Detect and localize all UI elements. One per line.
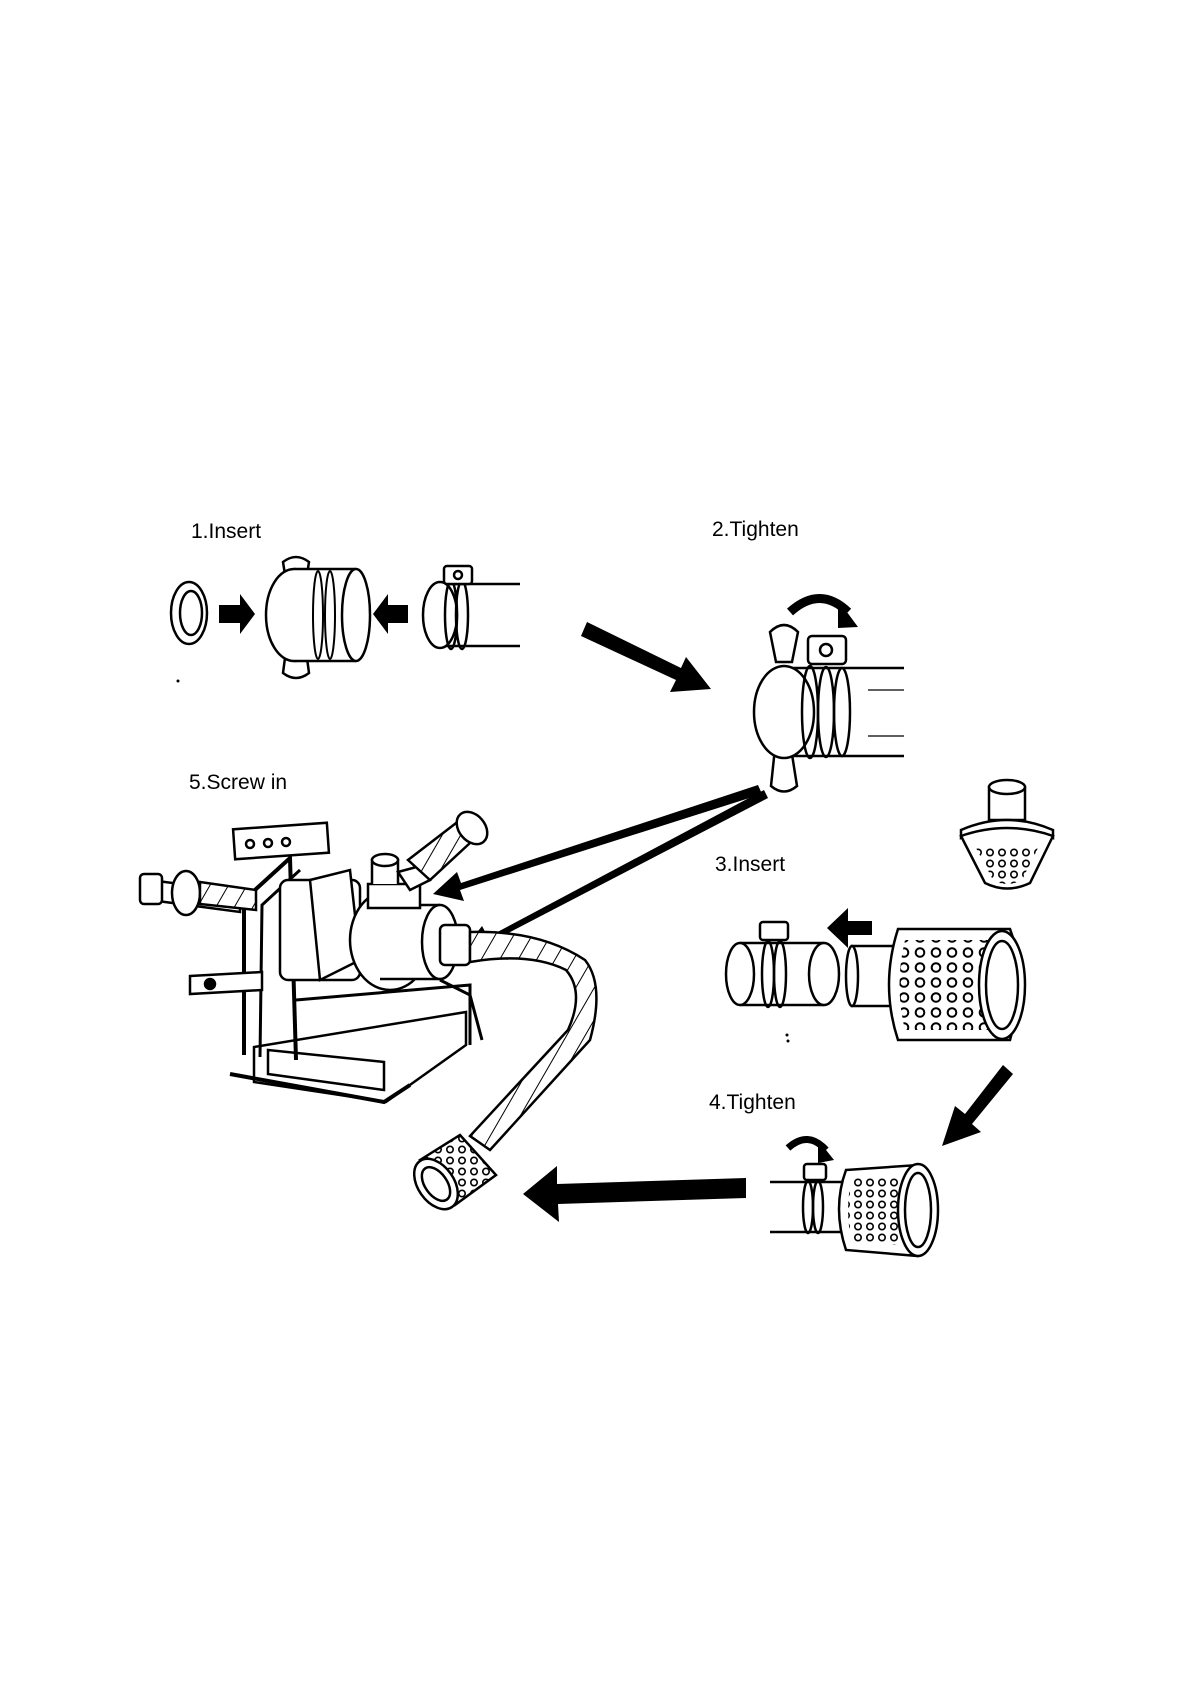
step-5-label: 5.Screw in [189,771,287,795]
hose-end-with-clamp [726,922,839,1007]
arrow-to-step-4 [942,1065,1013,1146]
hose-with-clamp [423,566,520,649]
arrow-left-small [373,594,408,634]
speckle [177,680,180,683]
step-2-label: 2.Tighten [712,518,799,542]
hose-coupling [266,557,370,678]
frame-base [254,1012,466,1102]
suction-strainer [405,1135,496,1217]
step-4-label: 4.Tighten [709,1091,796,1115]
step-1-illustration [171,557,520,678]
speckle [787,1040,790,1043]
arrow-right-small [219,594,255,634]
suction-hose [470,932,596,1150]
arrow-left-step-3 [827,908,872,948]
strainer-basket [846,929,1025,1040]
step-4-illustration [770,1139,938,1256]
step-3-illustration [726,780,1053,1040]
step-1-label: 1.Insert [191,520,261,544]
strainer-cone [961,780,1053,889]
arrow-to-step-5 [523,1166,746,1222]
arrow-to-step-2 [581,622,711,692]
step-3-label: 3.Insert [715,853,785,877]
step-2-illustration [754,599,904,792]
seal-ring [171,582,207,644]
speckle [786,1034,789,1037]
